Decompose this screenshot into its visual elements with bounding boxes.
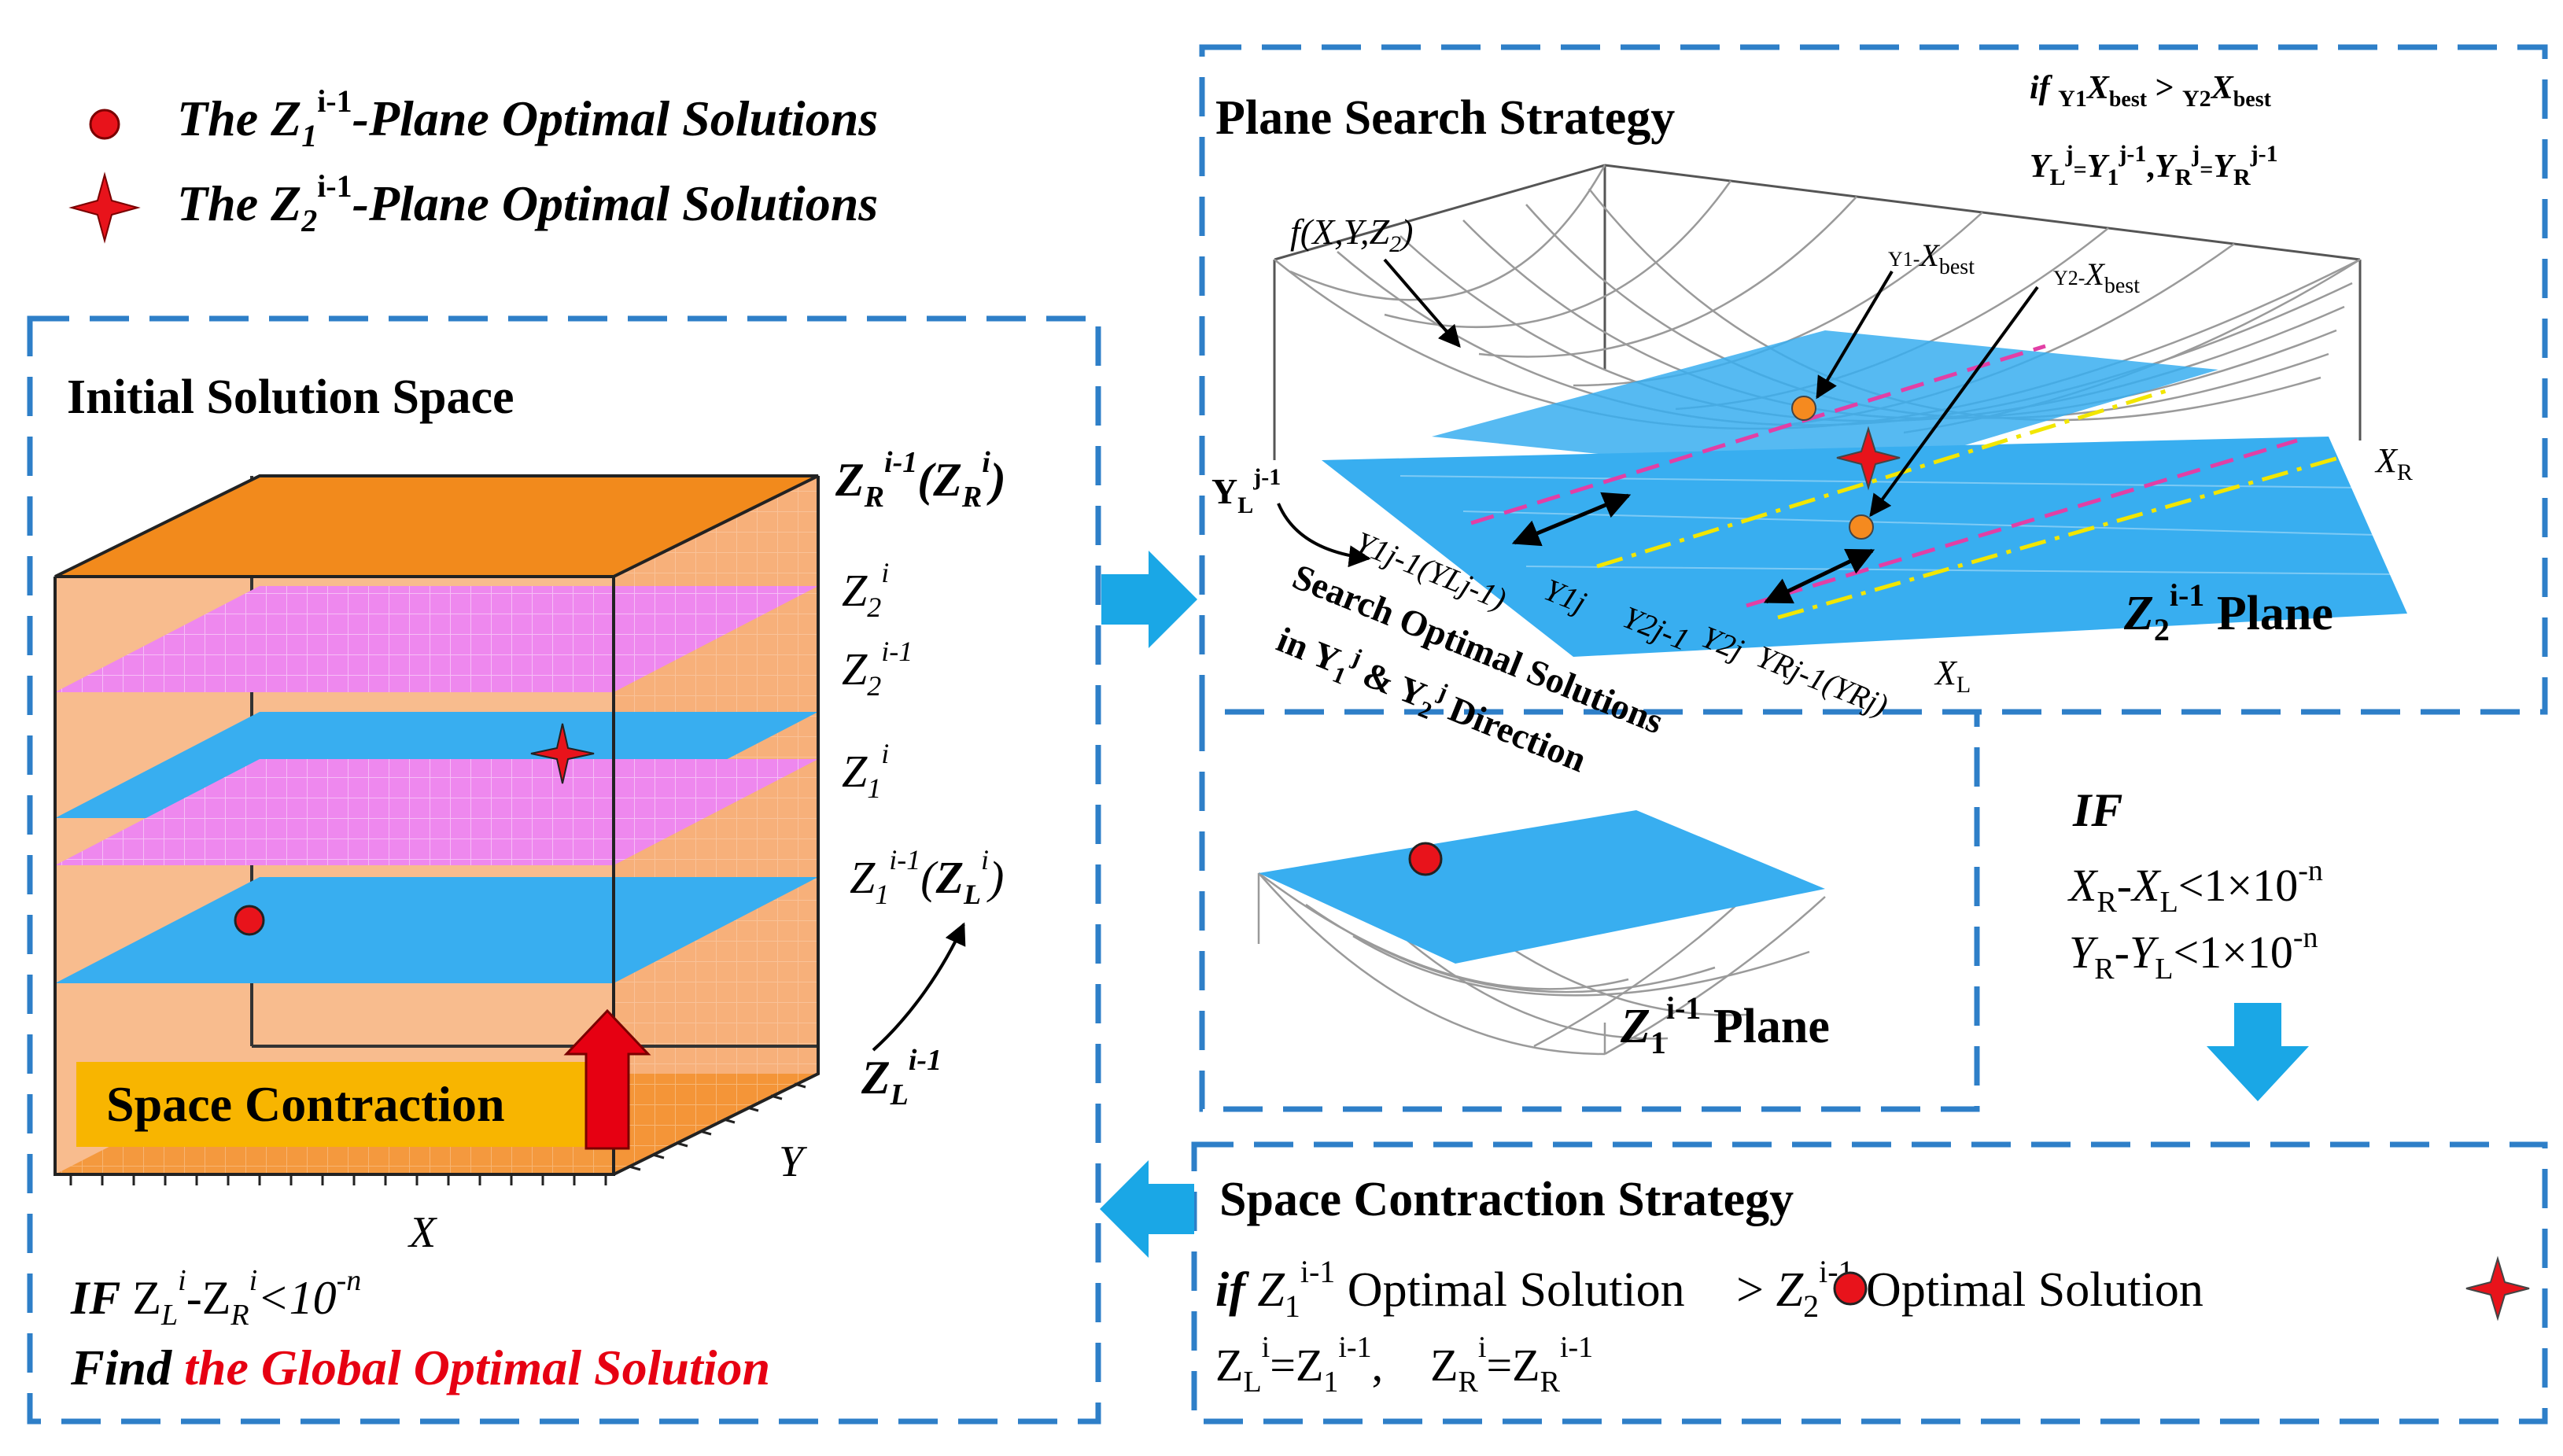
star-marker-icon [2465,1255,2530,1321]
zl-to-z1-arrow [872,922,966,1052]
z2-plane-upper [1432,330,2218,480]
xr-label: XR [2374,441,2413,485]
z2im1-label: Z2i-1 [842,636,913,702]
y1-best-marker-icon [1791,396,1816,421]
zr-label: ZRi-1(ZRi) [835,446,1006,514]
z1-plane [1259,810,1825,964]
plane-z1i-grid [55,759,818,865]
contraction-strategy: Space Contraction Strategy if Z1i-1 Opti… [1215,1173,2530,1399]
cube-outline-right [613,476,820,1176]
z2i-label: Z2i [842,557,889,623]
z1i-label: Z1i [842,738,889,804]
plane-condition-line1: if Y1Xbest > Y2Xbest [2030,70,2272,112]
contraction-panel [1191,1141,2548,1425]
flow-arrows [1100,551,2309,1258]
yl-pointer-arrow [1277,503,1371,568]
xl-label: XL [1934,654,1971,698]
z2-plane [1322,437,2407,657]
initial-space: Initial Solution Space Space Contraction [53,370,1006,1395]
y2-dash-line [1746,438,2298,608]
circle-marker-icon [234,905,265,936]
star-marker-icon [68,171,141,244]
y2-best-marker-icon [1849,514,1874,540]
func-pointer-arrow [1383,258,1461,348]
plane-search-title: Plane Search Strategy [1215,91,1675,145]
star-marker-icon [1836,426,1901,491]
zl-label: ZLi-1 [861,1044,942,1111]
panel-borders [27,44,2548,1425]
plane-condition-line2: YLj=Y1j-1,YRj=YRj-1 [2030,141,2278,190]
z1-plane-figure: Z1i-1 Plane [1257,810,1830,1060]
plane-z1im1 [55,877,818,983]
space-contraction-box [76,1062,592,1147]
z2-plane-label: Z2i-1 Plane [2123,577,2333,647]
z1im1-label: Z1i-1(ZLi) [850,844,1004,910]
circle-marker-icon [1833,1271,1868,1306]
search-double-arrow-1 [1511,492,1632,547]
search-double-arrow-2 [1763,548,1875,604]
contraction-title: Space Contraction Strategy [1219,1173,1794,1226]
circle-marker-icon [1408,842,1443,876]
y2-best-label: Y2-Xbest [2053,256,2140,298]
y2j-dashdot-line [1777,454,2345,620]
cube-outline [53,577,615,1176]
legend: The Z1i-1-Plane Optimal Solutions The Z2… [68,83,878,244]
contraction-arrow-icon [563,1008,651,1150]
left-flow-arrow-icon [1100,1160,1194,1258]
if-label: IF [2072,784,2122,836]
y2best-pointer-arrow [1869,286,2039,518]
termination-condition: IF XR-XL<1×10-n YR-YL<1×10-n [2067,784,2323,986]
legend-star-label: The Z2i-1-Plane Optimal Solutions [177,168,878,238]
right-flow-arrow-icon [1101,551,1197,648]
y1-best-label: Y1-Xbest [1888,238,1975,279]
legend-circle-label: The Z1i-1-Plane Optimal Solutions [177,83,878,153]
y1-dash-line [1470,344,2046,525]
circle-marker-icon [89,109,120,140]
if-line1: XR-XL<1×10-n [2067,854,2323,919]
initial-space-title: Initial Solution Space [67,370,514,424]
yl-label: YLj-1 [1211,464,1281,518]
z1-plane-label: Z1i-1 Plane [1620,990,1830,1060]
y-axis-label: Y [779,1137,808,1186]
x-axis-ticks [69,1174,607,1185]
space-contraction-label: Space Contraction [106,1076,505,1132]
contraction-line1: if Z1i-1 Optimal Solution > Z2i-1 Optima… [1215,1254,2203,1324]
star-marker-icon [530,723,595,784]
find-global-text: Find the Global Optimal Solution [70,1340,770,1395]
down-flow-arrow-icon [2207,1003,2309,1101]
func-label: f(X,Y,Z2) [1290,212,1413,257]
plane-search-inner-border [1199,712,1980,1112]
search-lines [1470,344,2345,620]
global-condition: IF ZLi-ZRi<10-n [70,1264,361,1332]
y-axis-ticks [629,1082,806,1171]
plane-search: Plane Search Strategy if Y1Xbest > Y2Xbe… [1211,70,2413,1060]
if-line2: YR-YL<1×10-n [2069,921,2318,986]
initial-space-panel [27,315,1101,1425]
contraction-line2: ZLi=Z1i-1,ZRi=ZRi-1 [1215,1331,1593,1399]
y1best-pointer-arrow [1816,270,1894,400]
plane-search-panel [1199,44,2548,715]
x-axis-label: X [407,1208,438,1257]
plane-z2i-grid [55,586,818,692]
